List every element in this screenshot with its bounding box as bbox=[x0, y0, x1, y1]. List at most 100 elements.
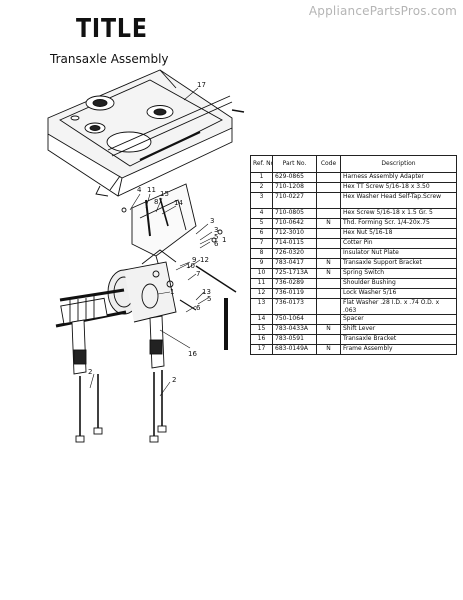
description: Hex Washer Head Self-Tap.Screw bbox=[340, 192, 457, 209]
callout-8: 8 bbox=[154, 198, 158, 206]
callout-4: 4 bbox=[137, 186, 142, 194]
part-no: 726-0320 bbox=[272, 248, 317, 259]
ref-no: 5 bbox=[250, 218, 273, 229]
ref-no: 3 bbox=[250, 192, 273, 209]
part-no: 750-1064 bbox=[272, 314, 317, 325]
part-no: 783-0591 bbox=[272, 334, 317, 345]
leader-lines bbox=[89, 87, 213, 397]
ref-no: 16 bbox=[250, 334, 273, 345]
description: Thd. Forming Scr. 1/4-20x.75 bbox=[340, 218, 457, 229]
code bbox=[316, 278, 341, 289]
part-no: 783-0417 bbox=[272, 258, 317, 269]
callout-17: 17 bbox=[197, 81, 206, 89]
ref-no: 11 bbox=[250, 278, 273, 289]
description: Lock Washer 5/16 bbox=[340, 288, 457, 299]
description: Shoulder Bushing bbox=[340, 278, 457, 289]
part-no: 736-0289 bbox=[272, 278, 317, 289]
callout-7: 7 bbox=[196, 270, 200, 278]
code bbox=[316, 182, 341, 193]
watermark: AppliancePartsPros.com bbox=[308, 4, 457, 18]
code: N bbox=[316, 324, 341, 335]
description: Cotter Pin bbox=[340, 238, 457, 249]
bolts bbox=[75, 207, 237, 443]
part-no: 710-0642 bbox=[272, 218, 317, 229]
part-no: 683-0149A bbox=[272, 344, 317, 355]
part-no: 710-0805 bbox=[272, 208, 317, 219]
ref-no: 1 bbox=[250, 172, 273, 183]
code bbox=[316, 192, 341, 209]
code: N bbox=[316, 268, 341, 279]
callout-2-left: 2 bbox=[88, 368, 92, 376]
code bbox=[316, 208, 341, 219]
ref-no: 13 bbox=[250, 298, 273, 315]
frame-assembly bbox=[47, 69, 245, 197]
callout-10: 10 bbox=[186, 262, 195, 270]
transaxle-brackets bbox=[71, 315, 165, 375]
callout-15: 15 bbox=[160, 190, 169, 198]
ref-no: 9 bbox=[250, 258, 273, 269]
description: Spring Switch bbox=[340, 268, 457, 279]
description: Insulator Nut Plate bbox=[340, 248, 457, 259]
part-no: 725-1713A bbox=[272, 268, 317, 279]
description: Harness Assembly Adapter bbox=[340, 172, 457, 183]
description: Spacer bbox=[340, 314, 457, 325]
ref-no: 7 bbox=[250, 238, 273, 249]
description: Flat Washer .28 I.D. x .74 O.D. x .063 bbox=[340, 298, 457, 315]
part-no: 629-0865 bbox=[272, 172, 317, 183]
description: Hex Screw 5/16-18 x 1.5 Gr. 5 bbox=[340, 208, 457, 219]
callout-11: 11 bbox=[147, 186, 156, 194]
description: Transaxle Support Bracket bbox=[340, 258, 457, 269]
callout-6-lower: 6 bbox=[196, 304, 201, 312]
ref-no: 4 bbox=[250, 208, 273, 219]
callout-3-lower: 3 bbox=[214, 226, 218, 234]
table-header-row: Ref. No. Part No. Code Description bbox=[250, 155, 457, 173]
callout-labels: 17 4 11 15 8 14 3 3 5 6 1 12 10 9 7 1 13… bbox=[88, 81, 226, 384]
part-no: 714-0115 bbox=[272, 238, 317, 249]
description: Hex Nut 5/16-18 bbox=[340, 228, 457, 239]
code bbox=[316, 238, 341, 249]
code bbox=[316, 334, 341, 345]
part-no: 710-0227 bbox=[272, 192, 317, 209]
callout-16: 16 bbox=[188, 350, 197, 358]
ref-no: 8 bbox=[250, 248, 273, 259]
header-part-no: Part No. bbox=[272, 155, 317, 173]
part-no: 783-0433A bbox=[272, 324, 317, 335]
code: N bbox=[316, 218, 341, 229]
header-ref-no: Ref. No. bbox=[250, 155, 273, 173]
part-no: 736-0173 bbox=[272, 298, 317, 315]
transaxle-unit bbox=[55, 249, 177, 328]
code bbox=[316, 298, 341, 315]
ref-no: 2 bbox=[250, 182, 273, 193]
ref-no: 14 bbox=[250, 314, 273, 325]
ref-no: 17 bbox=[250, 344, 273, 355]
page-title: TITLE bbox=[76, 14, 148, 44]
header-description: Description bbox=[340, 155, 457, 173]
code: N bbox=[316, 344, 341, 355]
code bbox=[316, 288, 341, 299]
ref-no: 10 bbox=[250, 268, 273, 279]
parts-list-table: Ref. No. Part No. Code Description 1629-… bbox=[250, 155, 457, 355]
callout-13: 13 bbox=[202, 288, 211, 296]
page-subtitle: Transaxle Assembly bbox=[50, 52, 169, 66]
callout-9: 9 bbox=[192, 256, 196, 264]
callout-5-upper: 5 bbox=[214, 233, 218, 241]
part-no: 736-0119 bbox=[272, 288, 317, 299]
callout-2-right: 2 bbox=[172, 376, 176, 384]
ref-no: 6 bbox=[250, 228, 273, 239]
part-no: 712-3010 bbox=[272, 228, 317, 239]
code bbox=[316, 172, 341, 183]
code bbox=[316, 314, 341, 325]
description: Hex TT Screw 5/16-18 x 3.50 bbox=[340, 182, 457, 193]
